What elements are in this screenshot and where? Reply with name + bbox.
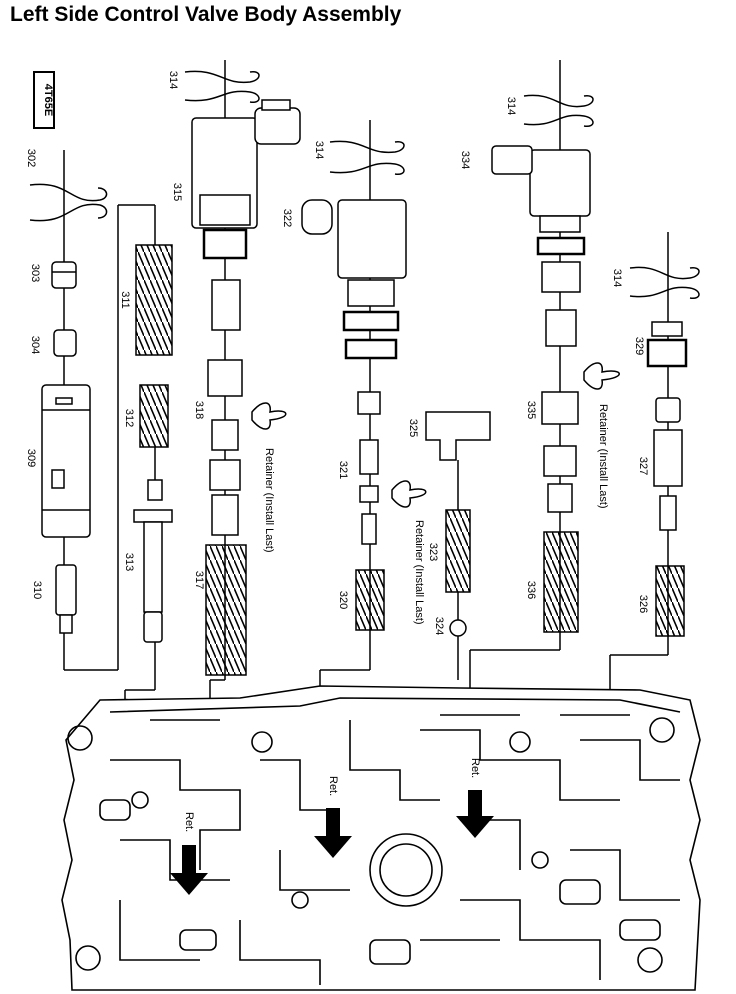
label-323: 323 xyxy=(427,543,439,561)
spring-312 xyxy=(139,384,169,448)
spring-311 xyxy=(135,244,173,356)
label-324: 324 xyxy=(433,617,445,635)
label-303: 303 xyxy=(29,264,41,282)
spring-326 xyxy=(655,565,685,637)
model-code-box: 4T65E xyxy=(33,71,55,129)
label-321: 321 xyxy=(337,461,349,479)
clip-314-c xyxy=(523,94,594,127)
label-335: 335 xyxy=(525,401,537,419)
label-309: 309 xyxy=(25,449,37,467)
diagram-title: Left Side Control Valve Body Assembly xyxy=(10,3,402,26)
part-309 xyxy=(41,384,91,538)
label-336: 336 xyxy=(525,581,537,599)
model-code-label: 4T65E xyxy=(42,84,54,116)
retainer-note-b: Retainer (Install Last) xyxy=(413,520,425,625)
spring-323 xyxy=(445,509,471,593)
part-303 xyxy=(51,261,77,289)
label-325: 325 xyxy=(407,419,419,437)
spring-320 xyxy=(355,569,385,631)
retainer-a xyxy=(251,402,287,430)
label-314-a: 314 xyxy=(167,71,179,89)
clip-314-d xyxy=(629,266,700,299)
label-314-d: 314 xyxy=(611,269,623,287)
valve-321 xyxy=(357,391,381,415)
ret-arrow-3 xyxy=(456,790,494,838)
valve-318 xyxy=(207,359,243,397)
label-314-b: 314 xyxy=(313,141,325,159)
label-318: 318 xyxy=(193,401,205,419)
column-302-310 xyxy=(29,150,156,671)
label-327: 327 xyxy=(637,457,649,475)
spring-336 xyxy=(543,531,579,633)
ret-arrow-2 xyxy=(314,808,352,858)
label-320: 320 xyxy=(337,591,349,609)
label-311: 311 xyxy=(119,291,131,309)
part-304 xyxy=(53,329,77,357)
part-327 xyxy=(655,397,681,423)
label-312: 312 xyxy=(123,409,135,427)
part-313 xyxy=(133,509,173,523)
label-315: 315 xyxy=(171,183,183,201)
clip-302 xyxy=(29,183,108,222)
label-334: 334 xyxy=(459,151,471,169)
ret-label-1: Ret. xyxy=(183,812,195,832)
part-325 xyxy=(425,411,491,461)
column-323-324 xyxy=(425,411,491,680)
retainer-b xyxy=(391,480,427,508)
ret-label-3: Ret. xyxy=(469,758,481,778)
solenoid-334 xyxy=(529,149,591,217)
label-304: 304 xyxy=(29,336,41,354)
label-326: 326 xyxy=(637,595,649,613)
retainer-note-a: Retainer (Install Last) xyxy=(263,448,275,553)
label-329: 329 xyxy=(633,337,645,355)
label-322: 322 xyxy=(281,209,293,227)
label-317: 317 xyxy=(193,571,205,589)
clip-314-a xyxy=(184,70,260,103)
column-311-313 xyxy=(124,244,173,710)
retainer-c xyxy=(583,362,620,390)
valve-335 xyxy=(541,391,579,425)
column-315-317 xyxy=(184,60,301,712)
label-313: 313 xyxy=(123,553,135,571)
column-321-320 xyxy=(301,120,427,700)
ret-arrow-1 xyxy=(170,845,208,895)
label-314-c: 314 xyxy=(505,97,517,115)
part-310 xyxy=(55,564,77,616)
label-302: 302 xyxy=(25,149,37,167)
part-329 xyxy=(651,321,683,337)
ret-label-2: Ret. xyxy=(327,776,339,796)
ball-324 xyxy=(449,619,467,637)
retainer-note-c: Retainer (Install Last) xyxy=(597,404,609,509)
solenoid-322 xyxy=(337,199,407,279)
column-326-329 xyxy=(609,232,700,694)
clip-314-b xyxy=(329,140,405,175)
spring-317 xyxy=(205,544,247,676)
label-310: 310 xyxy=(31,581,43,599)
column-334-336 xyxy=(469,60,620,690)
valve-body-casting xyxy=(61,685,701,991)
